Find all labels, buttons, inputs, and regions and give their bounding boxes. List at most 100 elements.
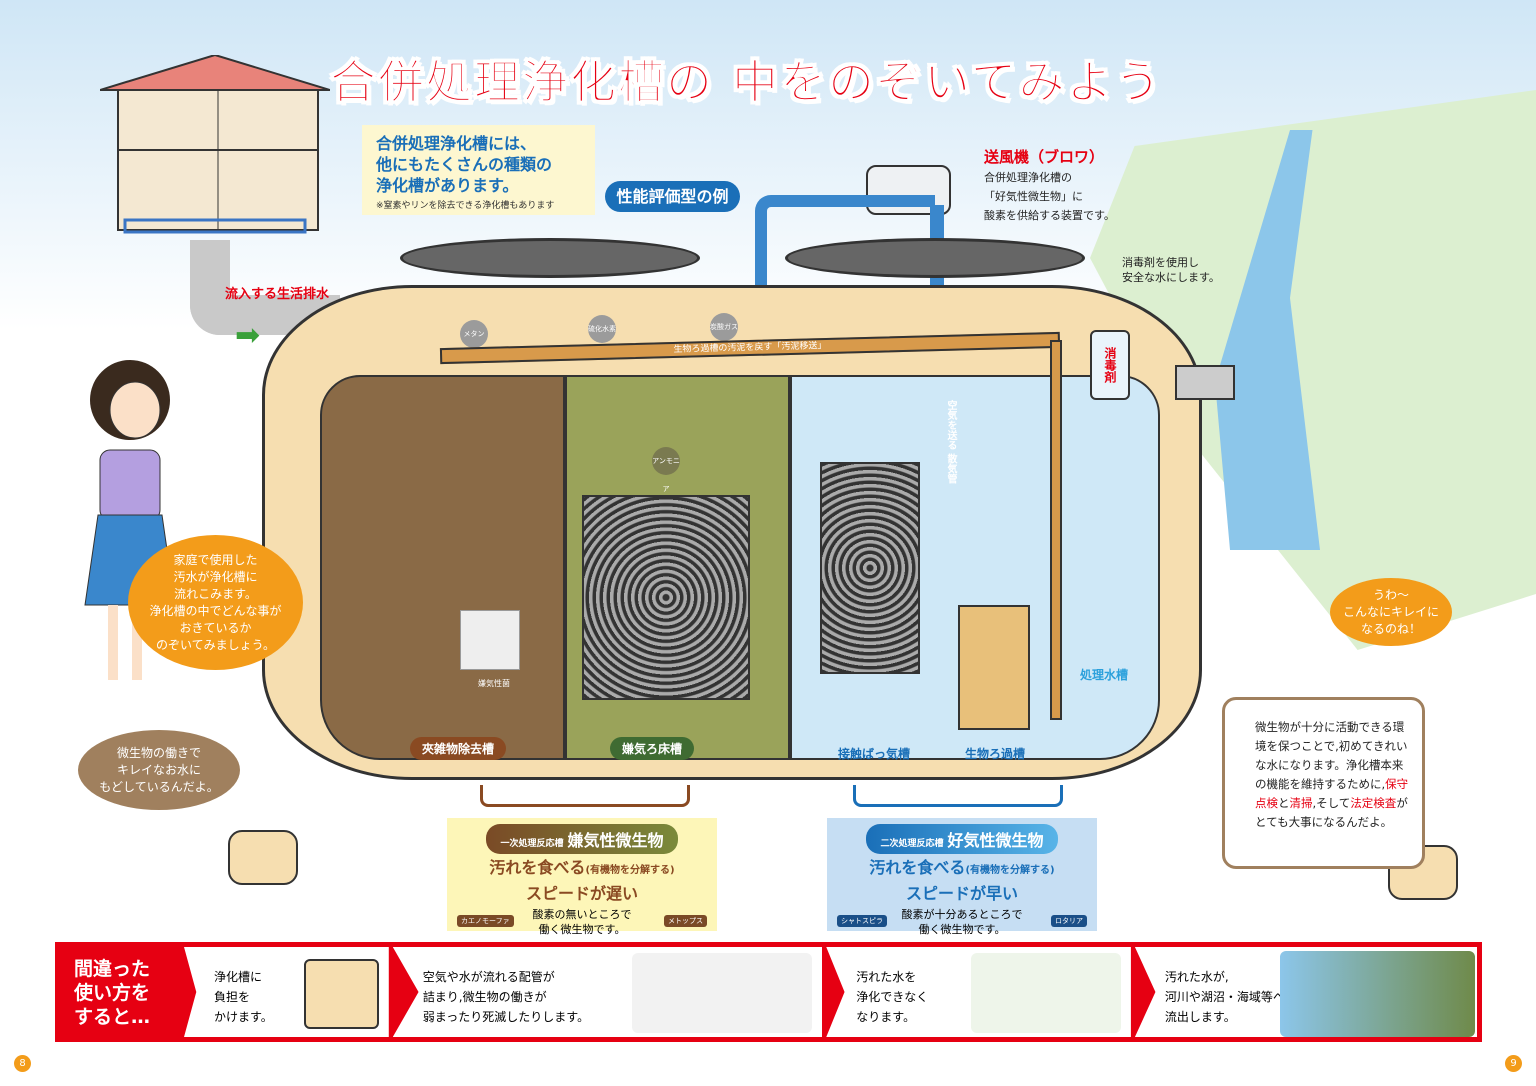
note-highlight: 保守点検 [1255, 777, 1409, 810]
anaerobic-bacteria-label: 嫌気性菌 [478, 679, 510, 688]
gas-bubble-co2: 炭酸ガス [710, 313, 738, 341]
bubble-line: もどしているんだよ。 [99, 779, 219, 794]
gas-bubble-methane: メタン [460, 320, 488, 348]
anaerobic-desc: 働く微生物です。 [538, 923, 626, 936]
overflow-illustration [970, 953, 1121, 1033]
bubble-line: 微生物の働きで [116, 745, 201, 760]
misuse-strip: 間違った 使い方を すると… 浄化槽に 負担を かけます。 空気や水が流れる配管… [55, 942, 1482, 1042]
panel-line: かけます。 [214, 1010, 273, 1024]
compartment-debris-removal [320, 375, 565, 760]
tank-label-aeration: 接触ばっ気槽 [838, 747, 911, 761]
aerobic-box: 二次処理反応槽好気性微生物 汚れを食べる(有機物を分解する) スピードが早い 酸… [827, 818, 1097, 936]
clogged-pipe-illustration [632, 953, 813, 1033]
aerobic-paren: (有機物を分解する) [965, 865, 1055, 876]
note-highlight: 清 [1289, 796, 1302, 810]
inflow-label: 流入する生活排水 [225, 287, 330, 302]
tank-label-biofilter: 生物ろ過槽 [965, 747, 1026, 761]
note-text: る環境を保つことで,初め [1255, 720, 1405, 753]
aerobic-main: 汚れを食べる [869, 858, 966, 877]
note-text: がとて [1255, 796, 1408, 829]
disinfect-line: 消毒剤を使用し [1122, 256, 1199, 269]
gas-bubble-ammonia: アンモニア [652, 447, 680, 493]
note-text: するために, [1324, 777, 1386, 791]
info-box: 合併処理浄化槽には、 他にもたくさんの種類の 浄化槽があります。 ※窒素やリンを… [362, 125, 595, 215]
organism-tag: ロタリア [1051, 915, 1087, 927]
page-number-left: 8 [14, 1055, 31, 1072]
tank-label-debris: 夾雑物除去槽 [410, 737, 507, 760]
panel-line: 河川や湖沼・海域等へ [1164, 990, 1285, 1004]
note-text: も大事になるんだよ。 [1277, 815, 1393, 829]
house-illustration [100, 55, 330, 234]
page-title: 合併処理浄化槽の 中をのぞいてみよう [330, 55, 1163, 110]
bio-filter-media [958, 605, 1030, 730]
blower-caption: 送風機（ブロワ） 合併処理浄化槽の 「好気性微生物」に 酸素を供給する装置です。 [984, 146, 1144, 224]
anaerobic-box: 一次処理反応槽嫌気性微生物 汚れを食べる(有機物を分解する) スピードが遅い 酸… [447, 818, 717, 936]
contact-media [820, 462, 920, 674]
organism-tag: シャトスピラ [837, 915, 887, 927]
anaerobic-main: 汚れを食べる [489, 858, 586, 877]
polluted-river-illustration [1280, 951, 1475, 1037]
blower-desc: 「好気性微生物」に [984, 190, 1083, 203]
maintenance-note: 微生物が十分に活動できる環境を保つことで,初めてきれいな水になります。浄化槽本来… [1222, 697, 1425, 869]
misuse-panel-3: 汚れた水を 浄化できなく なります。 [826, 947, 1131, 1037]
organism-tag: メトップス [664, 915, 707, 927]
info-line: 合併処理浄化槽には、 [376, 134, 537, 153]
filter-media [582, 495, 750, 700]
bubble-line: 流れこみます。 [174, 586, 257, 601]
panel-line: 空気や水が流れる配管が [422, 970, 555, 984]
stressed-tank-illustration [303, 959, 379, 1029]
panel-line: 汚れた水が, [1164, 970, 1229, 984]
example-badge: 性能評価型の例 [605, 181, 740, 212]
panel-line: 負担を [214, 990, 251, 1004]
bubble-line: キレイなお水に [116, 762, 201, 777]
panel-line: 詰まり,微生物の働きが [422, 990, 547, 1004]
panel-line: 浄化槽に [214, 970, 263, 984]
info-note: ※窒素やリンを除去できる浄化槽もあります [376, 201, 555, 211]
note-text: ,そして [1312, 796, 1351, 810]
misuse-panel-2: 空気や水が流れる配管が 詰まり,微生物の働きが 弱まったり死滅したりします。 [392, 947, 823, 1037]
anaerobic-prefix: 一次処理反応槽 [500, 839, 564, 849]
lead-line: 間違った [74, 958, 151, 980]
note-highlight: 法定検査 [1350, 796, 1397, 810]
info-line: 浄化槽があります。 [376, 176, 519, 195]
mascot-speech-bubble: 微生物の働きで キレイなお水に もどしているんだよ。 [78, 730, 240, 810]
aerobic-title: 好気性微生物 [947, 831, 1044, 850]
tank-label-anaerobic: 嫌気ろ床槽 [610, 737, 695, 760]
sludge-pipe-vertical [1050, 340, 1062, 720]
bubble-line: 汚水が浄化槽に [173, 569, 258, 584]
blower-title: 送風機（ブロワ） [984, 148, 1105, 166]
anaerobic-bacteria-illustration [460, 610, 520, 670]
note-text: てきれいな水になります。 [1255, 739, 1408, 772]
tank-mascot-left [228, 830, 298, 885]
note-text: 微生物が十分に活動でき [1255, 720, 1382, 734]
bubble-line: なるのね！ [1360, 621, 1421, 636]
panel-line: 流出します。 [1164, 1010, 1236, 1024]
manhole-lid [785, 238, 1085, 278]
bubble-line: のぞいてみましょう。 [156, 637, 275, 652]
misuse-lead: 間違った 使い方を すると… [60, 947, 180, 1037]
bubble-line: うわ〜 [1372, 587, 1409, 602]
misuse-panel-1: 浄化槽に 負担を かけます。 [184, 947, 389, 1037]
note-highlight: 掃 [1301, 796, 1313, 810]
panel-line: 汚れた水を [856, 970, 917, 984]
anaerobic-speed: スピードが遅い [525, 884, 638, 903]
blower-desc: 酸素を供給する装置です。 [984, 209, 1115, 222]
page-number-right: 9 [1505, 1055, 1522, 1072]
anaerobic-bracket [480, 785, 690, 807]
misuse-panel-4: 汚れた水が, 河川や湖沼・海域等へ 流出します。 [1134, 947, 1477, 1037]
note-text: と [1278, 796, 1290, 810]
note-text: 浄化槽本来の機能を維持 [1255, 758, 1404, 791]
aerobic-speed: スピードが早い [905, 884, 1018, 903]
lead-line: 使い方を [74, 982, 151, 1004]
kids-speech-bubble: うわ〜 こんなにキレイに なるのね！ [1330, 578, 1452, 646]
panel-line: 弱まったり死滅したりします。 [422, 1010, 590, 1024]
aerobic-desc: 酸素が十分あるところで [901, 908, 1023, 921]
bubble-line: 浄化槽の中でどんな事が [149, 603, 282, 618]
disinfectant-cylinder: 消毒剤 [1090, 330, 1130, 400]
aerobic-desc: 働く微生物です。 [918, 923, 1006, 936]
disinfect-line: 安全な水にします。 [1122, 271, 1220, 284]
bubble-line: こんなにキレイに [1342, 604, 1439, 619]
anaerobic-desc: 酸素の無いところで [532, 908, 632, 921]
anaerobic-header: 一次処理反応槽嫌気性微生物 [486, 824, 678, 854]
outflow-pipe [1175, 365, 1235, 400]
